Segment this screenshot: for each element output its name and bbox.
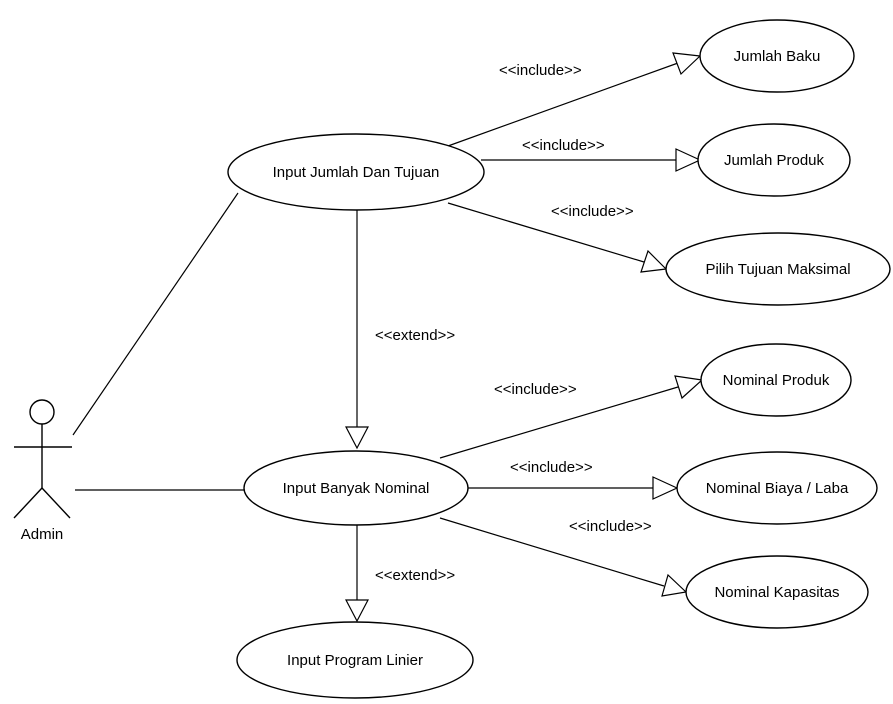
extend-arrowhead-1 [345,426,369,450]
include-label-jumlah-produk: <<include>> [522,137,605,154]
use-case-label: Input Jumlah Dan Tujuan [273,164,440,181]
use-case-jumlah-baku[interactable]: Jumlah Baku [699,19,855,93]
use-case-pilih-tujuan-maksimal[interactable]: Pilih Tujuan Maksimal [665,232,891,306]
use-case-label: Nominal Kapasitas [714,584,839,601]
include-line-nominal-kapasitas [439,517,665,587]
use-case-label: Nominal Produk [723,372,830,389]
actor-right-leg [41,487,71,519]
include-line-pilih-tujuan [447,202,645,263]
use-case-label: Jumlah Produk [724,152,825,169]
extend-arrowhead-2 [345,599,369,623]
actor-label: Admin [21,526,64,543]
actor-head [29,399,55,425]
include-line-nominal-produk [439,386,679,459]
include-label-jumlah-baku: <<include>> [499,62,582,79]
include-arrowhead-jumlah-baku [672,52,702,76]
use-case-jumlah-produk[interactable]: Jumlah Produk [697,123,851,197]
include-arrowhead-nominal-biaya [652,476,679,500]
use-case-input-program-linier[interactable]: Input Program Linier [236,621,474,699]
association-admin-input-jumlah [72,192,239,436]
use-case-input-banyak-nominal[interactable]: Input Banyak Nominal [243,450,469,526]
use-case-label: Pilih Tujuan Maksimal [705,261,850,278]
use-case-nominal-biaya-laba[interactable]: Nominal Biaya / Laba [676,451,878,525]
extend-label-2: <<extend>> [375,567,455,584]
include-label-pilih-tujuan: <<include>> [551,203,634,220]
use-case-input-jumlah-dan-tujuan[interactable]: Input Jumlah Dan Tujuan [227,133,485,211]
include-line-jumlah-baku [447,62,679,147]
include-label-nominal-kapasitas: <<include>> [569,518,652,535]
include-label-nominal-biaya: <<include>> [510,459,593,476]
include-arrowhead-jumlah-produk [675,148,702,172]
actor-left-leg [13,487,43,519]
use-case-label: Jumlah Baku [734,48,821,65]
use-case-label: Input Banyak Nominal [283,480,430,497]
include-arrowhead-nominal-produk [674,375,704,400]
use-case-label: Input Program Linier [287,652,423,669]
include-arrowhead-nominal-kapasitas [661,573,688,597]
include-label-nominal-produk: <<include>> [494,381,577,398]
actor-admin: Admin [13,399,72,543]
extend-label-1: <<extend>> [375,327,455,344]
include-arrowhead-pilih-tujuan [640,249,668,273]
use-case-nominal-kapasitas[interactable]: Nominal Kapasitas [685,555,869,629]
use-case-label: Nominal Biaya / Laba [706,480,849,497]
use-case-nominal-produk[interactable]: Nominal Produk [700,343,852,417]
